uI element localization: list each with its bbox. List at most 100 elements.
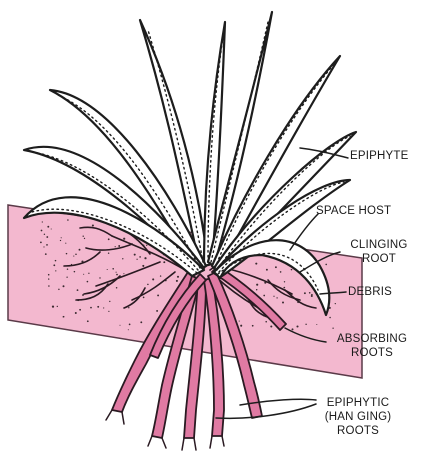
debris-dot: [329, 317, 331, 319]
debris-dot: [75, 253, 77, 255]
debris-dot: [255, 263, 257, 265]
debris-dot: [83, 236, 84, 237]
debris-dot: [112, 268, 114, 270]
debris-dot: [176, 280, 178, 282]
debris-dot: [256, 289, 257, 290]
debris-dot: [305, 324, 306, 325]
debris-label: DEBRIS: [348, 285, 392, 299]
debris-dot: [61, 237, 62, 238]
debris-dot: [143, 297, 145, 299]
debris-dot: [332, 328, 333, 329]
debris-dot: [66, 253, 68, 255]
debris-dot: [270, 325, 272, 327]
debris-dot: [60, 240, 61, 241]
debris-dot: [139, 256, 141, 258]
debris-dot: [41, 230, 43, 232]
debris-dot: [97, 306, 99, 308]
debris-dot: [67, 219, 69, 221]
debris-dot: [52, 306, 54, 308]
hanging-roots-line-1: EPIPHYTIC: [310, 396, 406, 410]
debris-dot: [276, 297, 277, 298]
clinging-root-line-2: ROOT: [340, 252, 418, 266]
debris-dot: [90, 307, 92, 309]
debris-dot: [316, 324, 317, 325]
debris-dot: [283, 287, 285, 289]
debris-dot: [99, 277, 100, 278]
debris-dot: [79, 309, 81, 311]
debris-dot: [140, 321, 142, 323]
debris-dot: [157, 294, 159, 296]
absorbing-roots-label: ABSORBING ROOTS: [326, 332, 418, 360]
debris-dot: [156, 310, 158, 312]
debris-dot: [88, 273, 89, 274]
debris-dot: [177, 276, 179, 278]
debris-dot: [128, 329, 129, 330]
debris-dot: [146, 245, 147, 246]
debris-dot: [108, 252, 109, 253]
debris-dot: [160, 275, 161, 276]
hanging-roots-leader-b: [216, 404, 316, 418]
debris-dot: [84, 238, 85, 239]
debris-dot: [53, 264, 55, 266]
debris-dot: [116, 272, 117, 273]
debris-dot: [107, 269, 108, 270]
debris-dot: [55, 270, 56, 271]
debris-dot: [163, 261, 165, 263]
debris-dot: [79, 249, 81, 251]
debris-dot: [115, 246, 116, 247]
debris-dot: [48, 278, 49, 279]
debris-dot: [142, 265, 144, 267]
debris-dot: [291, 269, 293, 271]
debris-dot: [73, 256, 74, 257]
debris-dot: [134, 254, 136, 256]
debris-dot: [66, 277, 67, 278]
debris-dot: [136, 259, 137, 260]
debris-dot: [46, 244, 48, 246]
debris-dot: [87, 281, 89, 283]
debris-dot: [103, 307, 104, 308]
debris-dot: [123, 273, 124, 274]
debris-dot: [83, 274, 84, 275]
debris-dot: [240, 325, 242, 327]
hanging-roots-label: EPIPHYTIC (HAN GING) ROOTS: [310, 396, 406, 438]
debris-dot: [47, 226, 49, 228]
debris-dot: [311, 295, 313, 297]
debris-dot: [273, 296, 274, 297]
debris-dot: [129, 324, 131, 326]
debris-dot: [43, 246, 44, 247]
clinging-root-line-1: CLINGING: [340, 238, 418, 252]
debris-dot: [108, 238, 110, 240]
debris-dot: [291, 328, 293, 330]
epiphyte-label: EPIPHYTE: [350, 149, 408, 163]
debris-dot: [252, 325, 254, 327]
debris-dot: [92, 224, 94, 226]
debris-dot: [304, 292, 306, 294]
debris-dot: [48, 274, 50, 276]
debris-dot: [325, 264, 327, 266]
debris-dot: [284, 281, 285, 282]
hanging-roots-line-3: ROOTS: [310, 424, 406, 438]
debris-dot: [144, 257, 146, 259]
debris-dot: [282, 302, 284, 304]
debris-dot: [42, 221, 43, 222]
debris-dot: [116, 274, 118, 276]
debris-dot: [109, 301, 110, 302]
debris-dot: [120, 325, 121, 326]
debris-dot: [122, 258, 123, 259]
debris-dot: [147, 284, 149, 286]
debris-dot: [108, 311, 109, 312]
debris-dot: [67, 268, 68, 269]
debris-dot: [63, 285, 65, 287]
debris-dot: [128, 307, 129, 308]
debris-dot: [265, 321, 267, 323]
debris-dot: [266, 269, 268, 271]
debris-dot: [51, 228, 52, 229]
debris-dot: [46, 236, 48, 238]
debris-dot: [296, 325, 298, 327]
debris-dot: [74, 271, 76, 273]
absorbing-roots-line-1: ABSORBING: [326, 332, 418, 346]
debris-dot: [309, 292, 311, 294]
debris-dot: [58, 289, 59, 290]
debris-dot: [118, 245, 120, 247]
debris-dot: [87, 320, 89, 322]
